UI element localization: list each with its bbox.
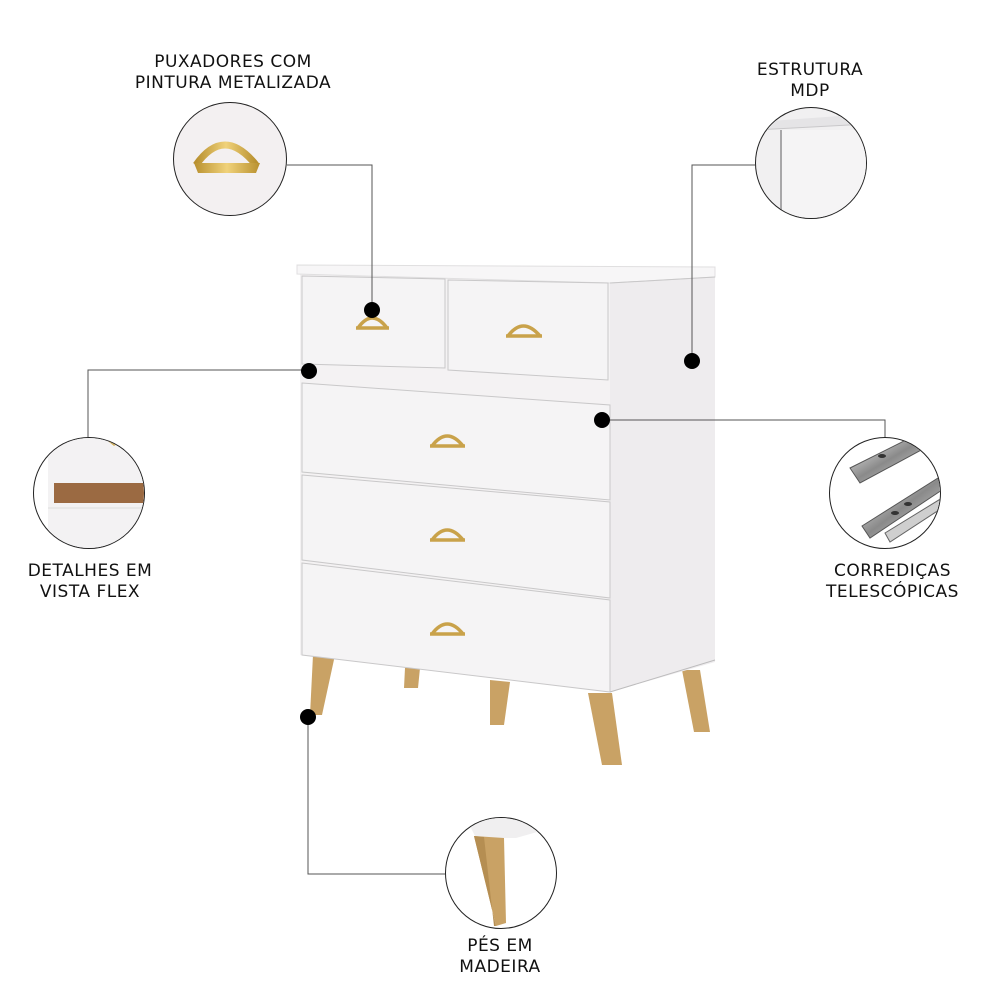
detail-circle-structure [755,107,867,219]
callout-label-line1: DETALHES EM [27,561,153,581]
large-drawer-1 [301,382,611,501]
callout-lines [87,164,886,875]
callout-label-slides: CORREDIÇAS TELESCÓPICAS [800,561,985,603]
callout-label-handles: PUXADORES COM PINTURA METALIZADA [118,52,348,94]
callout-label-flex: DETALHES EM VISTA FLEX [10,561,170,603]
detail-circle-flex [33,437,145,549]
large-drawer-2 [301,474,611,599]
callout-label-line1: CORREDIÇAS [833,561,951,581]
callout-label-structure: ESTRUTURA MDP [735,60,885,102]
gold-handle-icon [193,141,260,173]
callout-label-line1: ESTRUTURA [756,60,864,80]
callout-dots [300,302,700,725]
small-drawer-right [447,279,609,381]
mdp-panel-icon [756,114,866,218]
callout-label-line2: TELESCÓPICAS [826,582,959,602]
telescopic-slides-icon [849,438,940,543]
callout-label-line2: MDP [790,81,830,101]
callout-label-line2: PINTURA METALIZADA [134,73,332,93]
small-drawer-left [301,275,446,369]
callout-label-feet: PÉS EM MADEIRA [430,936,570,978]
callout-label-line2: VISTA FLEX [39,582,141,602]
callout-label-line1: PUXADORES COM [154,52,312,72]
gold-handles [356,316,542,636]
detail-circle-slides [829,437,941,549]
callout-label-line2: MADEIRA [459,957,541,977]
callout-label-line1: PÉS EM [467,936,533,956]
detail-circle-handles [173,102,287,216]
wooden-legs [310,655,710,765]
